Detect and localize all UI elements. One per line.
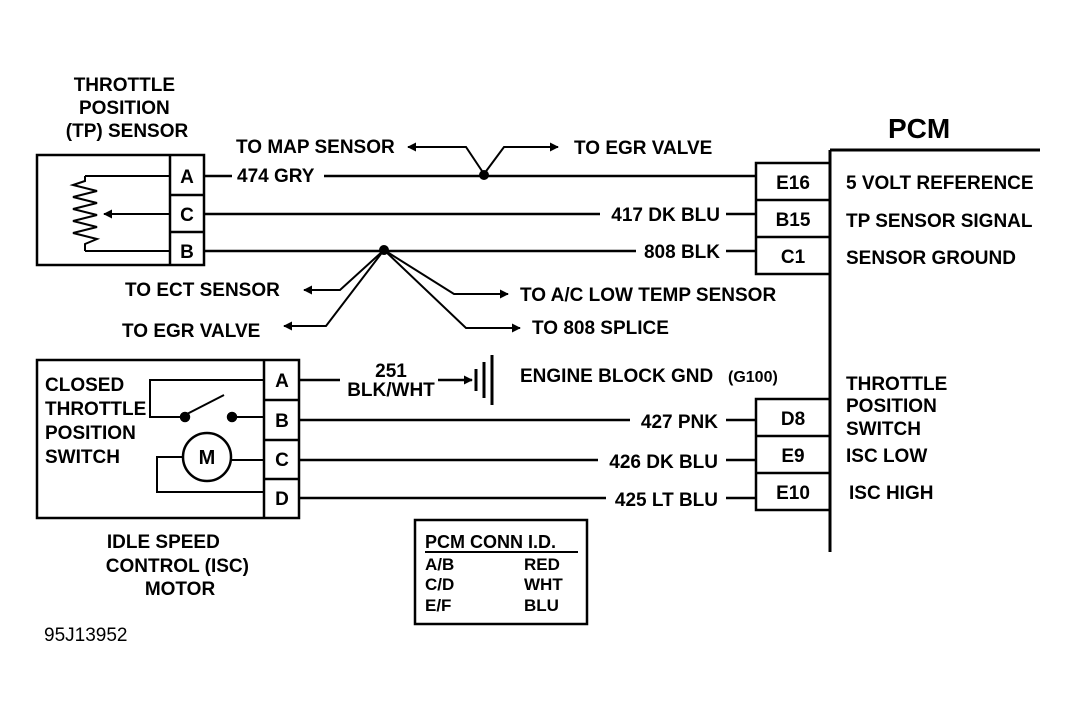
isc-title-line1: IDLE SPEED [107, 532, 220, 553]
pcm-pin-b15: B15 [776, 210, 811, 231]
splice-474-dot [479, 170, 489, 180]
branch-808-splice: TO 808 SPLICE [532, 318, 669, 339]
isc-pin-d: D [275, 489, 289, 510]
isc-pin-b: B [275, 411, 289, 432]
pcm-pin-e16: E16 [776, 173, 810, 194]
pcm-pin-d8: D8 [781, 409, 805, 430]
branch-ac-low-temp: TO A/C LOW TEMP SENSOR [520, 285, 776, 306]
branch-map-sensor: TO MAP SENSOR [236, 137, 395, 158]
motor-symbol: M [199, 447, 216, 469]
pcm-title: PCM [888, 113, 950, 144]
tp-sensor-body [35, 153, 206, 267]
tp-pin-b: B [180, 242, 194, 263]
branch-ect-sensor: TO ECT SENSOR [125, 280, 280, 301]
conn-row-1-pins: A/B [425, 555, 454, 574]
conn-row-1-color: RED [524, 555, 560, 574]
wire-417-label: 417 DK BLU [611, 205, 720, 226]
wire-425-label: 425 LT BLU [615, 490, 718, 511]
conn-row-3-color: BLU [524, 596, 559, 615]
ground-label: ENGINE BLOCK GND [520, 366, 713, 387]
splice-808-dot [379, 245, 389, 255]
wire-426-label: 426 DK BLU [609, 452, 718, 473]
switch-label-line3: POSITION [45, 423, 136, 444]
switch-label-line4: SWITCH [45, 447, 120, 468]
pcm-pin-e9: E9 [781, 446, 804, 467]
pcm-label-5v-ref: 5 VOLT REFERENCE [846, 173, 1034, 194]
switch-label-line2: THROTTLE [45, 399, 146, 420]
branch-egr-valve-bottom: TO EGR VALVE [122, 321, 260, 342]
pcm-conn-id-table [413, 518, 589, 626]
svg-text:THROTTLE POSITION (TP): THROTTLE POSITION (TP) SENSOR [66, 75, 189, 142]
ground-icon [474, 355, 494, 405]
wire-251-color: BLK/WHT [347, 380, 435, 401]
isc-pin-c: C [275, 450, 289, 471]
wire-427-label: 427 PNK [641, 412, 718, 433]
pcm-pin-c1: C1 [781, 247, 806, 268]
isc-pin-a: A [275, 371, 289, 392]
pcm-label-sensor-ground: SENSOR GROUND [846, 248, 1016, 269]
pcm-pin-e10: E10 [776, 483, 810, 504]
conn-row-2-color: WHT [524, 575, 563, 594]
wire-808-label: 808 BLK [644, 242, 720, 263]
potentiometer-resistor-icon [69, 176, 101, 251]
wire-474-label: 474 GRY [237, 166, 315, 187]
svg-text:THROTTLE POSITION SWIT: THROTTLE POSITION SWITCH [846, 374, 953, 440]
figure-id: 95J13952 [44, 625, 127, 646]
switch-contact-icon [184, 394, 225, 416]
isc-title-line3: MOTOR [145, 579, 216, 600]
pcm-label-tps-line1: THROTTLE [846, 374, 947, 395]
svg-text:CLOSED THROTTLE POSITI: CLOSED THROTTLE POSITION SWITCH [45, 375, 152, 468]
conn-row-2-pins: C/D [425, 575, 454, 594]
pcm-label-tps-line2: POSITION [846, 396, 937, 417]
conn-table-header: PCM CONN I.D. [425, 532, 556, 552]
pcm-label-tps-line3: SWITCH [846, 419, 921, 440]
pcm-label-isc-low: ISC LOW [846, 446, 927, 467]
tp-sensor-title-line2: POSITION [79, 98, 170, 119]
ground-code: (G100) [728, 369, 778, 386]
tp-sensor-title-line1: THROTTLE [74, 75, 175, 96]
tp-pin-c: C [180, 205, 194, 226]
wire-251-number: 251 [375, 361, 407, 382]
pcm-label-isc-high: ISC HIGH [849, 483, 933, 504]
tp-sensor-title-line3: (TP) SENSOR [66, 121, 189, 142]
branch-egr-valve-top: TO EGR VALVE [574, 138, 712, 159]
conn-row-3-pins: E/F [425, 596, 451, 615]
svg-text:IDLE SPEED CONTROL (ISC): IDLE SPEED CONTROL (ISC) MOTOR [106, 532, 254, 600]
isc-title-line2: CONTROL (ISC) [106, 556, 249, 577]
tp-pin-a: A [180, 167, 194, 188]
pcm-label-tp-signal: TP SENSOR SIGNAL [846, 211, 1033, 232]
switch-label-line1: CLOSED [45, 375, 124, 396]
